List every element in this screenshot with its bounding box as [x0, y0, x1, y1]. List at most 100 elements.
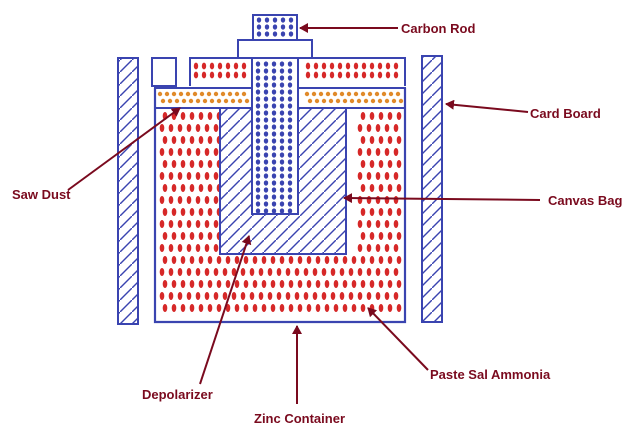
card-board-right — [421, 55, 443, 323]
texture-dot — [263, 173, 269, 179]
texture-dot — [357, 244, 363, 252]
texture-dot — [321, 62, 327, 70]
texture-dot — [195, 292, 201, 300]
texture-dot — [333, 280, 339, 288]
texture-dot — [279, 61, 285, 67]
texture-dot — [337, 71, 343, 79]
texture-dot — [271, 82, 277, 88]
texture-dot — [204, 268, 210, 276]
texture-dot — [378, 232, 384, 240]
texture-dot — [357, 220, 363, 228]
texture-dot — [339, 91, 345, 97]
texture-dot — [271, 145, 277, 151]
texture-dot — [384, 196, 390, 204]
texture-dot — [243, 256, 249, 264]
texture-dot — [287, 96, 293, 102]
texture-dot — [287, 159, 293, 165]
texture-dot — [174, 98, 180, 104]
texture-dot — [279, 173, 285, 179]
texture-dot — [204, 124, 210, 132]
texture-dot — [186, 124, 192, 132]
texture-dot — [204, 148, 210, 156]
texture-dot — [243, 304, 249, 312]
texture-dot — [195, 220, 201, 228]
texture-dot — [377, 98, 383, 104]
texture-dot — [393, 172, 399, 180]
texture-dot — [209, 62, 215, 70]
texture-dot — [168, 124, 174, 132]
texture-dot — [287, 187, 293, 193]
texture-dot — [375, 220, 381, 228]
texture-dot — [233, 71, 239, 79]
texture-dot — [263, 208, 269, 214]
texture-dot — [180, 280, 186, 288]
texture-dot — [255, 208, 261, 214]
texture-dot — [216, 256, 222, 264]
texture-dot — [361, 62, 367, 70]
texture-dot — [385, 62, 391, 70]
texture-dot — [271, 75, 277, 81]
texture-dot — [198, 160, 204, 168]
texture-dot — [177, 124, 183, 132]
texture-dot — [189, 256, 195, 264]
texture-dot — [255, 187, 261, 193]
texture-dot — [351, 304, 357, 312]
texture-dot — [213, 91, 219, 97]
texture-dot — [233, 62, 239, 70]
texture-dot — [369, 256, 375, 264]
texture-dot — [171, 136, 177, 144]
texture-dot — [360, 232, 366, 240]
texture-dot — [220, 91, 226, 97]
saw-dust-dots — [157, 91, 404, 104]
texture-dot — [263, 152, 269, 158]
texture-dot — [180, 256, 186, 264]
texture-dot — [167, 98, 173, 104]
texture-dot — [369, 232, 375, 240]
texture-dot — [375, 124, 381, 132]
texture-dot — [207, 280, 213, 288]
texture-dot — [198, 256, 204, 264]
texture-dot — [279, 82, 285, 88]
texture-dot — [279, 145, 285, 151]
texture-dot — [157, 91, 163, 97]
texture-dot — [287, 61, 293, 67]
texture-dot — [171, 208, 177, 216]
texture-dot — [263, 68, 269, 74]
texture-dot — [189, 112, 195, 120]
texture-dot — [271, 166, 277, 172]
texture-dot — [189, 160, 195, 168]
texture-dot — [222, 292, 228, 300]
texture-dot — [177, 244, 183, 252]
texture-dot — [204, 220, 210, 228]
texture-dot — [287, 75, 293, 81]
texture-dot — [271, 68, 277, 74]
texture-dot — [234, 304, 240, 312]
texture-dot — [198, 112, 204, 120]
texture-dot — [263, 103, 269, 109]
texture-dot — [159, 220, 165, 228]
texture-dot — [375, 172, 381, 180]
texture-dot — [255, 173, 261, 179]
texture-dot — [255, 96, 261, 102]
texture-dot — [271, 201, 277, 207]
texture-dot — [271, 89, 277, 95]
texture-dot — [330, 268, 336, 276]
texture-dot — [288, 24, 294, 30]
texture-dot — [369, 184, 375, 192]
texture-dot — [305, 71, 311, 79]
texture-dot — [287, 131, 293, 137]
texture-dot — [360, 136, 366, 144]
texture-dot — [272, 31, 278, 37]
texture-dot — [263, 117, 269, 123]
texture-dot — [255, 138, 261, 144]
arrow-card-board — [445, 99, 529, 113]
texture-dot — [230, 98, 236, 104]
texture-dot — [263, 89, 269, 95]
texture-dot — [313, 62, 319, 70]
texture-dot — [287, 124, 293, 130]
texture-dot — [324, 304, 330, 312]
label-canvas-bag: Canvas Bag — [548, 193, 622, 208]
texture-dot — [335, 98, 341, 104]
texture-dot — [241, 71, 247, 79]
texture-dot — [366, 124, 372, 132]
